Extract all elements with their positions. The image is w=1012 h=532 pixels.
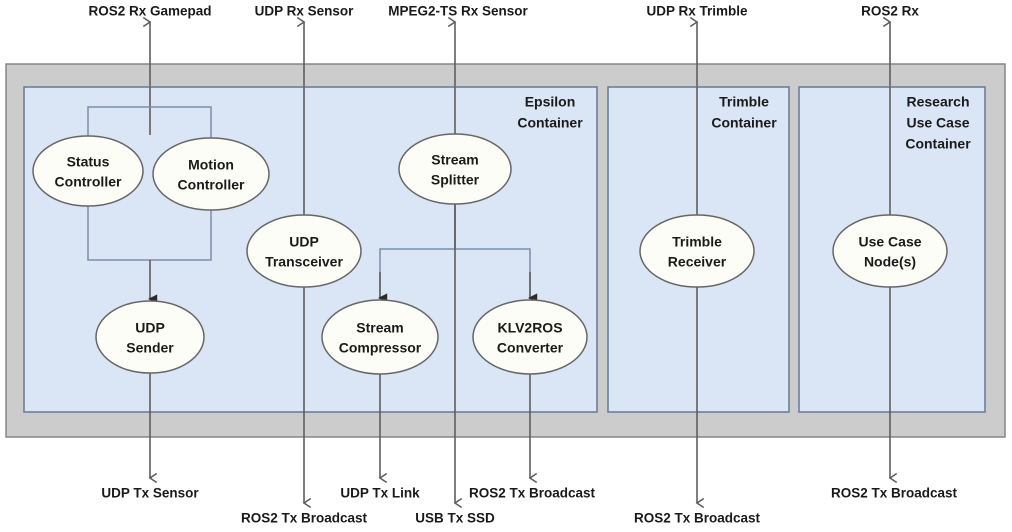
output-labels: UDP Tx Sensor ROS2 Tx Broadcast UDP Tx L… (101, 486, 957, 526)
research-label-line-1: Research (906, 94, 969, 110)
output-connectors (148, 204, 898, 509)
udp-transceiver-label-line-2: Transceiver (265, 254, 343, 270)
node-use-case-nodes[interactable]: Use Case Node(s) (832, 214, 948, 288)
use-case-nodes-shape[interactable] (832, 214, 948, 288)
use-case-nodes-label-line-1: Use Case (858, 234, 921, 250)
gamepad-fanout (87, 106, 212, 138)
research-label-line-3: Container (905, 136, 971, 152)
input-labels: ROS2 Rx Gamepad UDP Rx Sensor MPEG2-TS R… (88, 4, 919, 19)
udp-sender-shape[interactable] (95, 300, 205, 374)
motion-controller-label-line-1: Motion (188, 157, 234, 173)
output-label-ros2-tx-broadcast-usecase: ROS2 Tx Broadcast (831, 486, 958, 501)
klv2ros-converter-label-line-1: KLV2ROS (497, 320, 562, 336)
container-label-research-use-case: Research Use Case Container (905, 94, 971, 152)
nodes: Status Controller Motion Controller UDP … (32, 133, 948, 375)
klv2ros-converter-label-line-2: Converter (497, 340, 564, 356)
stream-compressor-label-line-1: Stream (356, 320, 403, 336)
node-trimble-receiver[interactable]: Trimble Receiver (639, 214, 755, 288)
controllers-to-sender (87, 206, 212, 299)
epsilon-label-line-2: Container (517, 115, 583, 131)
container-labels: Epsilon Container Trimble Container Rese… (517, 94, 971, 152)
output-label-udp-tx-sensor: UDP Tx Sensor (101, 486, 199, 501)
node-klv2ros-converter[interactable]: KLV2ROS Converter (472, 299, 588, 375)
input-label-udp-rx-trimble: UDP Rx Trimble (646, 4, 748, 19)
research-label-line-2: Use Case (906, 115, 969, 131)
klv2ros-converter-shape[interactable] (472, 299, 588, 375)
container-label-epsilon: Epsilon Container (517, 94, 583, 131)
motion-controller-shape[interactable] (152, 137, 270, 211)
stream-splitter-label-line-1: Stream (431, 152, 478, 168)
output-label-ros2-tx-broadcast-klv: ROS2 Tx Broadcast (469, 486, 596, 501)
node-stream-splitter[interactable]: Stream Splitter (398, 133, 512, 205)
trimble-receiver-shape[interactable] (639, 214, 755, 288)
input-label-udp-rx-sensor: UDP Rx Sensor (255, 4, 355, 19)
udp-sender-label-line-2: Sender (126, 340, 174, 356)
input-label-ros2-rx: ROS2 Rx (861, 4, 919, 19)
container-label-trimble: Trimble Container (711, 94, 777, 131)
stream-splitter-label-line-2: Splitter (431, 172, 480, 188)
status-controller-label-line-2: Controller (55, 174, 122, 190)
node-udp-transceiver[interactable]: UDP Transceiver (246, 214, 362, 288)
output-label-ros2-tx-broadcast-transceiver: ROS2 Tx Broadcast (241, 511, 368, 526)
input-label-mpeg2ts-rx-sensor: MPEG2-TS Rx Sensor (388, 4, 528, 19)
trimble-receiver-label-line-2: Receiver (668, 254, 727, 270)
trimble-label-line-2: Container (711, 115, 777, 131)
udp-transceiver-label-line-1: UDP (289, 234, 319, 250)
udp-sender-label-line-1: UDP (135, 320, 165, 336)
output-label-ros2-tx-broadcast-trimble: ROS2 Tx Broadcast (634, 511, 761, 526)
connector-gamepad-split (87, 106, 212, 138)
input-label-ros2-rx-gamepad: ROS2 Rx Gamepad (88, 4, 211, 19)
node-motion-controller[interactable]: Motion Controller (152, 137, 270, 211)
trimble-receiver-label-line-1: Trimble (672, 234, 722, 250)
node-udp-sender[interactable]: UDP Sender (95, 300, 205, 374)
output-label-usb-tx-ssd: USB Tx SSD (415, 511, 495, 526)
stream-compressor-shape[interactable] (321, 299, 439, 375)
stream-compressor-label-line-2: Compressor (339, 340, 422, 356)
udp-transceiver-shape[interactable] (246, 214, 362, 288)
status-controller-label-line-1: Status (67, 154, 110, 170)
node-status-controller[interactable]: Status Controller (32, 135, 144, 207)
input-connectors-overlay (149, 87, 891, 216)
trimble-label-line-1: Trimble (719, 94, 769, 110)
output-label-udp-tx-link: UDP Tx Link (340, 486, 420, 501)
motion-controller-label-line-2: Controller (178, 177, 245, 193)
epsilon-label-line-1: Epsilon (525, 94, 576, 110)
status-controller-shape[interactable] (32, 135, 144, 207)
node-stream-compressor[interactable]: Stream Compressor (321, 299, 439, 375)
stream-splitter-shape[interactable] (398, 133, 512, 205)
use-case-nodes-label-line-2: Node(s) (864, 254, 916, 270)
